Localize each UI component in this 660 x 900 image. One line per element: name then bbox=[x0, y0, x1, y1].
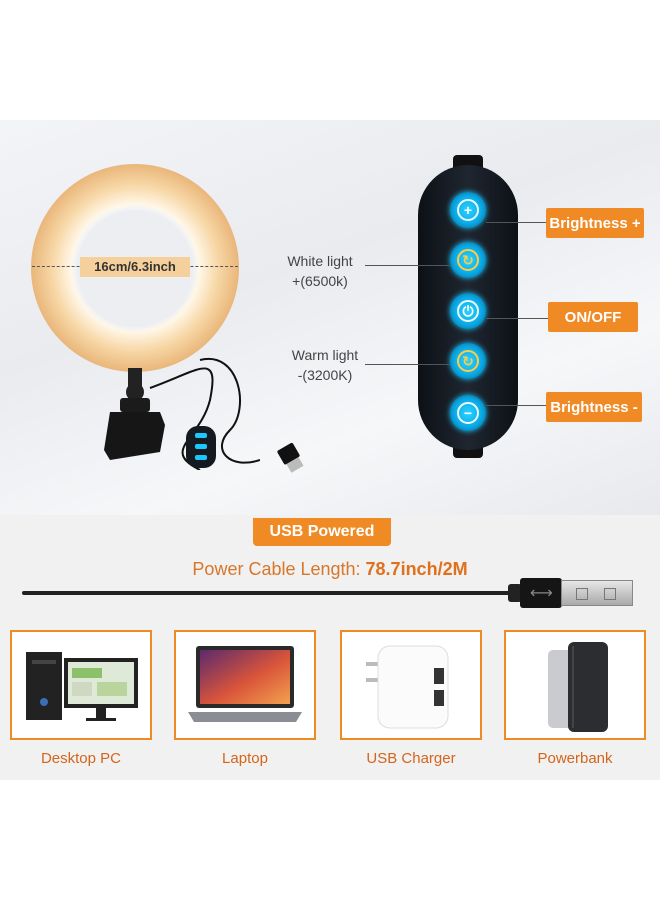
brightness-plus-guide bbox=[486, 222, 548, 223]
desktop-pc-image bbox=[26, 652, 138, 721]
power-button[interactable]: ⏻ bbox=[450, 293, 486, 329]
device-label-usb-charger: USB Charger bbox=[366, 750, 456, 767]
white-light-guide bbox=[365, 265, 450, 266]
usb-powered-banner: USB Powered bbox=[253, 518, 391, 546]
cable-length-prefix: Power Cable Length: bbox=[192, 559, 366, 579]
ring-light-illustration bbox=[0, 150, 261, 471]
brightness-plus-tag: Brightness + bbox=[546, 208, 644, 238]
cycle-icon: ↻ bbox=[462, 352, 474, 369]
power-icon: ⏻ bbox=[462, 302, 474, 319]
usb-connector-housing: ⟷ bbox=[520, 578, 562, 608]
cable-length-text: Power Cable Length: 78.7inch/2M bbox=[100, 559, 560, 580]
device-label-desktop-pc: Desktop PC bbox=[40, 750, 122, 767]
usb-charger-image bbox=[366, 645, 449, 729]
ring-size-label: 16cm/6.3inch bbox=[80, 257, 190, 277]
laptop-image bbox=[188, 646, 302, 722]
device-card-laptop bbox=[174, 630, 316, 740]
warm-light-label: Warm light -(3200K) bbox=[291, 347, 359, 383]
powerbank-image bbox=[548, 642, 608, 732]
on-off-tag: ON/OFF bbox=[548, 302, 638, 332]
on-off-guide bbox=[486, 318, 548, 319]
warm-light-button[interactable]: ↻ bbox=[450, 343, 486, 379]
brightness-minus-guide bbox=[486, 405, 548, 406]
usb-cable-line bbox=[22, 591, 512, 595]
plus-icon: + bbox=[463, 202, 473, 218]
cable-length-value: 78.7inch/2M bbox=[365, 559, 468, 579]
device-card-powerbank bbox=[504, 630, 646, 740]
minus-icon: − bbox=[463, 405, 473, 421]
usb-connector-metal bbox=[561, 580, 633, 606]
usb-icon: ⟷ bbox=[530, 585, 553, 602]
cable-remote bbox=[186, 426, 216, 468]
device-label-powerbank: Powerbank bbox=[537, 750, 613, 767]
device-card-usb-charger bbox=[340, 630, 482, 740]
brightness-up-button[interactable]: + bbox=[450, 192, 486, 228]
white-light-label: White light +(6500k) bbox=[287, 253, 353, 289]
brightness-down-button[interactable]: − bbox=[450, 395, 486, 431]
ring-light-graphic bbox=[31, 164, 261, 471]
warm-light-guide bbox=[365, 364, 450, 365]
device-label-laptop: Laptop bbox=[222, 750, 268, 767]
white-light-button[interactable]: ↻ bbox=[450, 242, 486, 278]
usb-cable-strain-relief bbox=[508, 584, 522, 602]
cycle-icon: ↻ bbox=[462, 251, 474, 268]
brightness-minus-tag: Brightness - bbox=[546, 392, 642, 422]
device-card-desktop-pc bbox=[10, 630, 152, 740]
